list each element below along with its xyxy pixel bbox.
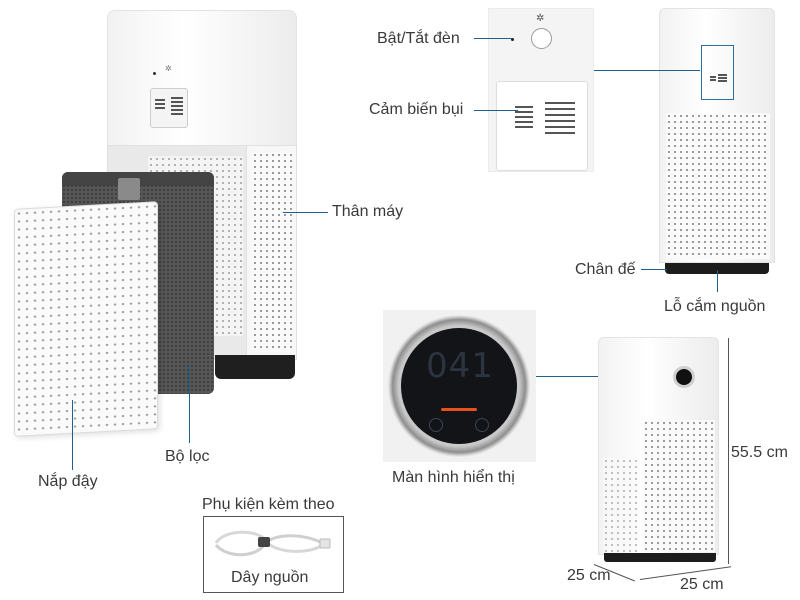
leader-filter [189, 365, 190, 443]
sun-icon: ✲ [165, 64, 172, 73]
leader-cover [72, 400, 73, 470]
label-height: 55.5 cm [731, 444, 788, 461]
orange-indicator-bar [441, 408, 477, 411]
purifier-front-view [659, 8, 775, 263]
label-light-toggle: Bật/Tắt đèn [377, 30, 460, 47]
label-power-socket: Lỗ cắm nguồn [664, 298, 766, 315]
leader-light [474, 38, 512, 39]
label-display: Màn hình hiển thị [392, 469, 515, 486]
accessories-title: Phụ kiện kèm theo [202, 496, 335, 513]
label-filter: Bộ lọc [165, 448, 210, 465]
accessories-box: Dây nguồn [203, 516, 344, 593]
purifier-base-main [215, 355, 295, 379]
label-dust-sensor: Cảm biến bụi [369, 101, 464, 118]
display-dot-small [673, 366, 695, 388]
highlight-box [701, 45, 734, 100]
leader-zoom [594, 70, 700, 71]
label-power-cord: Dây nguồn [231, 569, 309, 586]
top-panel-dot [153, 72, 156, 75]
top-panel-closeup: ✲ [488, 8, 594, 172]
label-body: Thân máy [332, 203, 404, 220]
sensor-window-main [150, 88, 188, 128]
leader-dust [474, 110, 518, 111]
leader-body [283, 212, 328, 213]
purifier-front-base [665, 263, 769, 274]
light-button [531, 28, 552, 49]
power-icon [429, 418, 443, 432]
purifier-body-top [107, 10, 297, 148]
purifier-body-side [245, 145, 297, 360]
label-depth: 25 cm [567, 567, 611, 584]
purifier-dimension-base [604, 553, 716, 562]
light-button-sun-icon: ✲ [536, 13, 545, 24]
display-screen: 041 [401, 328, 517, 444]
leader-socket [717, 270, 718, 292]
label-width: 25 cm [680, 576, 724, 593]
leader-base [641, 269, 667, 270]
power-cord-image [214, 530, 331, 557]
dust-sensor-window [496, 81, 588, 171]
front-cover [14, 201, 158, 437]
purifier-dimension-view [598, 337, 719, 555]
label-base: Chân đế [575, 261, 636, 278]
label-cover: Nắp đậy [38, 473, 98, 490]
height-dimension-line [728, 338, 729, 564]
display-reading: 041 [426, 346, 494, 386]
mode-icon [475, 418, 489, 432]
